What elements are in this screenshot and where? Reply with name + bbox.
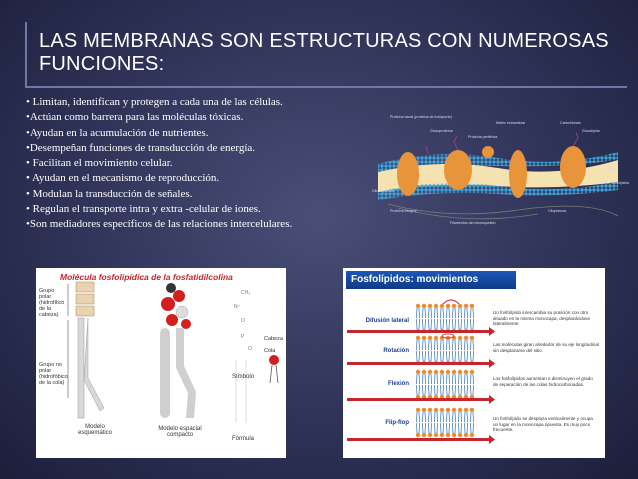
row-label-lateral: Difusión lateral (365, 318, 409, 324)
title-frame: LAS MEMBRANAS SON ESTRUCTURAS CON NUMERO… (25, 22, 627, 88)
formula-label: Fórmula (232, 436, 255, 442)
list-item: • Facilitan el movimiento celular. (26, 157, 173, 170)
membrane-label: Carbohidrato (560, 121, 581, 125)
svg-text:CH₃: CH₃ (241, 290, 250, 296)
row-desc-flipflop: Un fosfolípido se desplaza verticalmente… (493, 416, 593, 433)
membrane-label: Citoplasma (548, 209, 566, 213)
list-item: • Limitan, identifican y protegen a cada… (26, 96, 283, 108)
nonpolar-group-label: Grupo no polar (hidrofóbico de la cola) (39, 362, 68, 386)
tail-label: Cola (264, 348, 276, 354)
membrane-label: Colesterol (600, 167, 616, 171)
list-item: •Ayudan en la acumulación de nutrientes. (26, 126, 209, 139)
movements-drawing (347, 299, 495, 444)
row-label-rotation: Rotación (383, 348, 409, 354)
list-item: • Modulan la transducción de señales. (26, 187, 193, 200)
phospholipid-title: Molécula fosfolipídica de la fosfatidilc… (60, 272, 233, 282)
membrane-label: Proteína integral (390, 209, 417, 213)
row-label-flexion: Flexión (387, 381, 409, 387)
membrane-label: Proteína periférica (468, 135, 497, 139)
phospholipid-panel: Molécula fosfolipídica de la fosfatidilc… (36, 268, 286, 458)
membrane-label: Glucolípido (582, 129, 600, 133)
list-item: • Regulan el transporte intra y extra -c… (26, 203, 261, 216)
head-label: Cabeza (264, 336, 283, 342)
function-list: • Limitan, identifican y protegen a cada… (26, 95, 366, 233)
list-item: •Actúan como barrera para las moléculas … (26, 111, 244, 124)
symbol-label: Símbolo (232, 374, 255, 380)
list-item: •Son mediadores específicos de las relac… (26, 218, 293, 231)
membrane-label: Proteína canal (proteína de transporte) (390, 115, 452, 119)
svg-text:N⁺: N⁺ (234, 304, 241, 310)
row-desc-lateral: Un fosfolípido intercambia su posición c… (493, 310, 591, 327)
movements-title: Fosfolípidos: movimientos (346, 271, 516, 289)
membrane-label: Bicapa de fosfolípidos (594, 181, 629, 185)
row-desc-flexion: Los fosfolípidos aumentan o disminuyen e… (493, 376, 593, 387)
membrane-label: Citoesqueleto (372, 189, 394, 193)
list-item: • Ayudan en el mecanismo de reproducción… (26, 172, 220, 185)
membrane-label: Matriz extracelular (496, 121, 526, 125)
polar-group-label: Grupo polar (hidrofílico de la cabeza) (39, 288, 65, 318)
membrane-label: Glucoproteína (430, 129, 453, 133)
spatial-model-label: Modelo espacial compacto (158, 426, 202, 438)
row-desc-rotation: Las moléculas giran alrededor de su eje … (493, 342, 599, 353)
row-label-flipflop: Flip-flop (385, 420, 409, 426)
slide-title: LAS MEMBRANAS SON ESTRUCTURAS CON NUMERO… (39, 30, 609, 75)
membrane-illustration: Proteína canal (proteína de transporte) … (372, 115, 629, 225)
svg-text:O: O (248, 346, 252, 352)
movements-panel: Fosfolípidos: movimientos Difusión later… (343, 268, 605, 458)
svg-text:P: P (241, 334, 245, 340)
list-item: •Desempeñan funciones de transducción de… (26, 141, 256, 154)
svg-text:O: O (241, 318, 245, 324)
membrane-label: Filamentos del citoesqueleto (450, 221, 496, 225)
schematic-model-label: Modelo esquemático (77, 424, 113, 436)
